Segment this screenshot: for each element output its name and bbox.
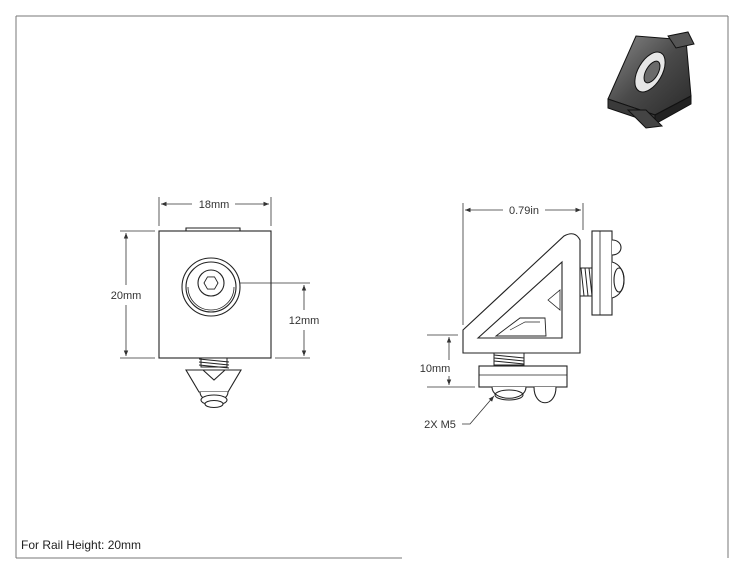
dim-width-side: 0.79in xyxy=(509,205,539,217)
dim-width-front: 18mm xyxy=(199,199,230,211)
bottom-screw xyxy=(493,352,525,366)
side-t-nut xyxy=(591,230,625,316)
front-dimensions xyxy=(120,197,310,359)
bottom-t-nut xyxy=(478,365,568,404)
front-t-nut xyxy=(185,369,242,409)
isometric-preview xyxy=(607,31,695,129)
side-view xyxy=(462,230,625,404)
front-view xyxy=(158,227,272,409)
dim-hole-height: 12mm xyxy=(289,315,320,327)
side-dimensions xyxy=(427,203,584,425)
drawing-frame xyxy=(15,15,729,559)
dim-base-height: 10mm xyxy=(420,363,451,375)
dim-height-front: 20mm xyxy=(111,290,142,302)
fastener-note: 2X M5 xyxy=(424,419,456,431)
rail-height-note: For Rail Height: 20mm xyxy=(21,538,142,552)
front-screw xyxy=(198,357,230,369)
side-screw xyxy=(579,267,593,297)
